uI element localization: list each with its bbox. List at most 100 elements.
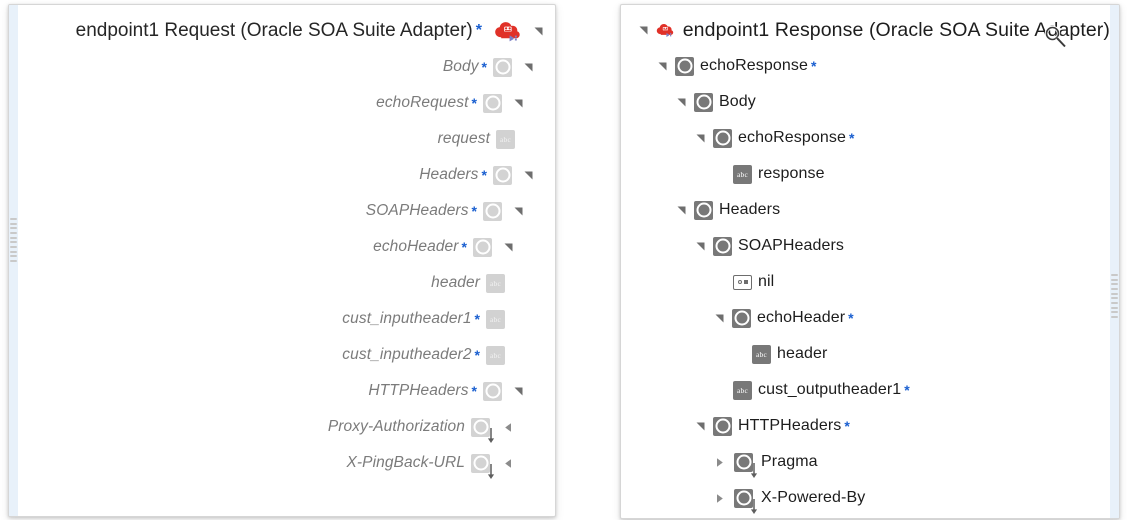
target-node-label: Headers (719, 201, 781, 218)
target-node-label: Body (719, 93, 756, 110)
target-node-label: HTTPHeaders (738, 417, 842, 434)
abc-type-icon: abc (486, 273, 505, 293)
source-tree-row[interactable]: SOAPHeaders* (18, 193, 555, 229)
target-node-label: response (758, 165, 825, 182)
collapse-triangle-icon[interactable] (502, 241, 515, 254)
source-node-label: request (437, 130, 490, 147)
source-node-label: cust_inputheader2 (342, 346, 472, 363)
target-tree-row[interactable]: X-Powered-By (621, 480, 1110, 516)
expand-triangle-icon[interactable] (713, 492, 726, 505)
source-tree-row[interactable]: Headers* (18, 157, 555, 193)
collapse-triangle-icon[interactable] (532, 25, 545, 38)
element-icon (675, 56, 694, 76)
element-optional-icon (471, 453, 490, 473)
optional-down-arrow-icon (487, 463, 495, 479)
collapse-triangle-icon[interactable] (694, 132, 707, 145)
source-node-label: Headers (419, 166, 479, 183)
source-node-label: echoRequest (376, 94, 469, 111)
source-tree-row[interactable]: endpoint1 Request (Oracle SOA Suite Adap… (18, 13, 555, 49)
target-tree-row[interactable]: Pragma (621, 444, 1110, 480)
target-tree-row[interactable]: nil (621, 264, 1110, 300)
required-marker: * (471, 95, 477, 111)
collapse-triangle-icon[interactable] (675, 204, 688, 217)
target-node-label: SOAPHeaders (738, 237, 845, 254)
optional-down-arrow-icon (487, 427, 495, 443)
collapse-triangle-icon[interactable] (694, 420, 707, 433)
element-icon (713, 128, 732, 148)
source-node-label: Proxy-Authorization (327, 418, 465, 435)
target-tree-row[interactable]: endpoint1 Response (Oracle SOA Suite Ada… (621, 12, 1110, 48)
collapse-triangle-icon[interactable] (522, 61, 535, 74)
source-tree-row[interactable]: echoHeader* (18, 229, 555, 265)
source-node-label: echoHeader (373, 238, 459, 255)
element-icon (732, 308, 751, 328)
target-node-label: Pragma (761, 453, 818, 470)
target-tree-row[interactable]: echoResponse* (621, 120, 1110, 156)
element-icon (473, 237, 492, 257)
abc-type-icon: abc (486, 309, 505, 329)
source-tree: endpoint1 Request (Oracle SOA Suite Adap… (18, 5, 555, 481)
required-marker: * (844, 418, 850, 434)
required-marker: * (471, 383, 477, 399)
required-marker: * (481, 167, 487, 183)
source-tree-row[interactable]: request abc (18, 121, 555, 157)
element-icon (483, 201, 502, 221)
element-icon (694, 200, 713, 220)
element-optional-icon (734, 488, 753, 508)
collapse-triangle-icon[interactable] (512, 205, 525, 218)
required-marker: * (475, 22, 482, 39)
required-marker: * (474, 347, 480, 363)
required-marker: * (904, 382, 910, 398)
collapse-triangle-icon[interactable] (512, 385, 525, 398)
expand-triangle-icon[interactable] (502, 421, 515, 434)
collapse-triangle-icon[interactable] (713, 312, 726, 325)
abc-type-icon: abc (496, 129, 515, 149)
source-panel-resize-grip[interactable] (10, 217, 17, 263)
required-marker: * (471, 203, 477, 219)
abc-type-icon: abc (486, 345, 505, 365)
attribute-icon (733, 274, 752, 290)
target-node-label: echoHeader (757, 309, 846, 326)
target-panel-resize-grip[interactable] (1111, 273, 1118, 319)
optional-down-arrow-icon (750, 462, 758, 478)
element-icon (713, 236, 732, 256)
source-tree-row[interactable]: Body* (18, 49, 555, 85)
target-tree-row[interactable]: HTTPHeaders* (621, 408, 1110, 444)
target-tree-row[interactable]: abc response (621, 156, 1110, 192)
collapse-triangle-icon[interactable] (675, 96, 688, 109)
target-node-label: X-Powered-By (761, 489, 866, 506)
source-tree-row[interactable]: HTTPHeaders* (18, 373, 555, 409)
element-icon (493, 165, 512, 185)
collapse-triangle-icon[interactable] (637, 24, 650, 37)
required-marker: * (474, 311, 480, 327)
required-marker: * (481, 59, 487, 75)
collapse-triangle-icon[interactable] (694, 240, 707, 253)
expand-triangle-icon[interactable] (502, 457, 515, 470)
target-tree-row[interactable]: echoHeader* (621, 300, 1110, 336)
source-tree-row[interactable]: X-PingBack-URL (18, 445, 555, 481)
source-node-label: Body (442, 58, 479, 75)
collapse-triangle-icon[interactable] (512, 97, 525, 110)
target-tree-row[interactable]: Headers (621, 192, 1110, 228)
target-tree-row[interactable]: Body (621, 84, 1110, 120)
source-tree-row[interactable]: echoRequest* (18, 85, 555, 121)
source-tree-row[interactable]: cust_inputheader2* abc (18, 337, 555, 373)
collapse-triangle-icon[interactable] (522, 169, 535, 182)
source-tree-row[interactable]: Proxy-Authorization (18, 409, 555, 445)
source-node-label: cust_inputheader1 (342, 310, 472, 327)
expand-triangle-icon[interactable] (713, 456, 726, 469)
target-tree-row[interactable]: echoResponse* (621, 48, 1110, 84)
required-marker: * (848, 310, 854, 326)
element-icon (483, 381, 502, 401)
source-tree-row[interactable]: cust_inputheader1* abc (18, 301, 555, 337)
required-marker: * (810, 58, 817, 74)
collapse-triangle-icon[interactable] (656, 60, 669, 73)
target-tree-row[interactable]: SOAPHeaders (621, 228, 1110, 264)
target-node-label: cust_outputheader1 (758, 381, 902, 398)
abc-type-icon: abc (733, 164, 752, 184)
element-icon (483, 93, 502, 113)
